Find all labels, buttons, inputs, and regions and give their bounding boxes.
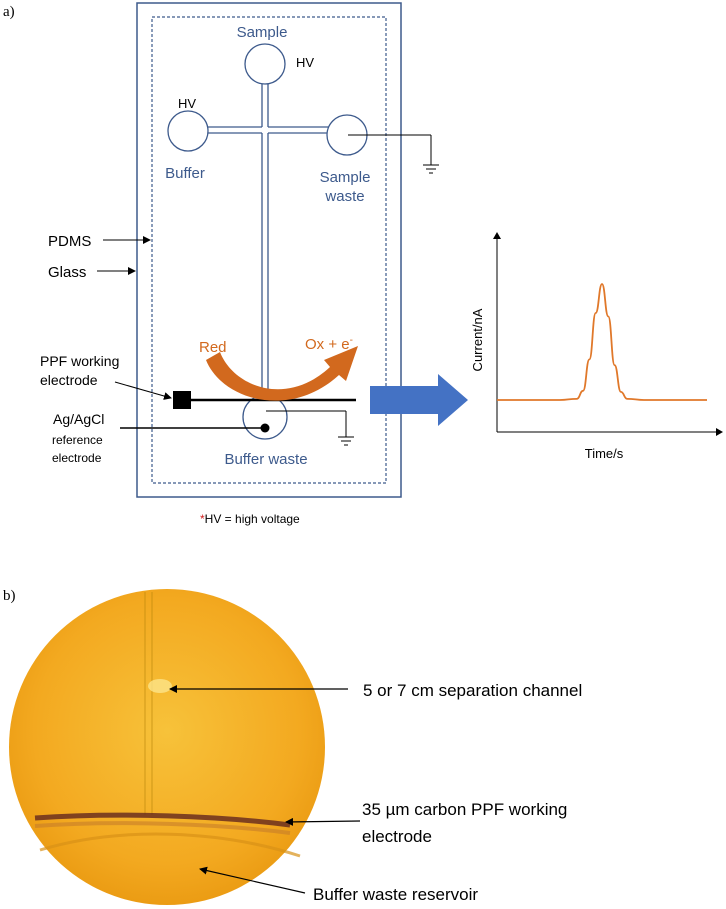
sample-reservoir [244,43,286,85]
redox-arrow [206,346,358,401]
electropherogram-chart: Time/s Current/nA [470,232,723,461]
y-axis-label: Current/nA [470,308,485,371]
glass-layer [136,2,402,498]
ppf-pointer [114,381,172,400]
signal-arrow [370,374,468,426]
ppf-label-line1: PPF working [40,353,119,369]
ppf-electrode-contact [173,391,191,409]
ground-icon [348,134,439,174]
buffer-waste-label: Buffer waste [224,451,307,468]
series-line [497,283,707,401]
sample-waste-label-line1: Sample [320,169,371,186]
electrode-annotation-line2: electrode [362,827,432,846]
buffer-reservoir [167,110,209,152]
hv-footnote: *HV = high voltage [200,512,300,526]
sample-label: Sample [237,24,288,41]
agagcl-label-line3: electrode [52,451,102,465]
glass-label: Glass [48,264,86,281]
agagcl-label-line2: reference [52,433,103,447]
reservoir-pointer [199,866,306,894]
pdms-layer [151,16,387,484]
ppf-label-line2: electrode [40,372,98,388]
x-axis-label: Time/s [585,446,624,461]
electrode-annotation-line1: 35 µm carbon PPF working [362,800,567,819]
chip-photograph [9,589,325,905]
x-axis-arrowhead [716,428,723,436]
pdms-label: PDMS [48,233,91,250]
agagcl-label-line1: Ag/AgCl [53,411,104,427]
panel-a-label: a) [3,4,15,20]
buffer-hv-label: HV [178,96,196,111]
sample-hv-label: HV [296,55,314,70]
channel-annotation: 5 or 7 cm separation channel [363,681,582,700]
red-label: Red [199,339,227,356]
buffer-label: Buffer [165,165,205,182]
microfluidic-channels [206,84,330,396]
reservoir-annotation: Buffer waste reservoir [313,885,478,904]
y-axis-arrowhead [493,232,501,239]
sample-waste-label-line2: waste [324,188,364,205]
panel-b-label: b) [3,588,16,604]
ox-label: Ox + e- [305,335,353,353]
ground-icon [266,410,354,446]
electrode-pointer [285,817,361,826]
reference-electrode-tip [260,423,270,433]
